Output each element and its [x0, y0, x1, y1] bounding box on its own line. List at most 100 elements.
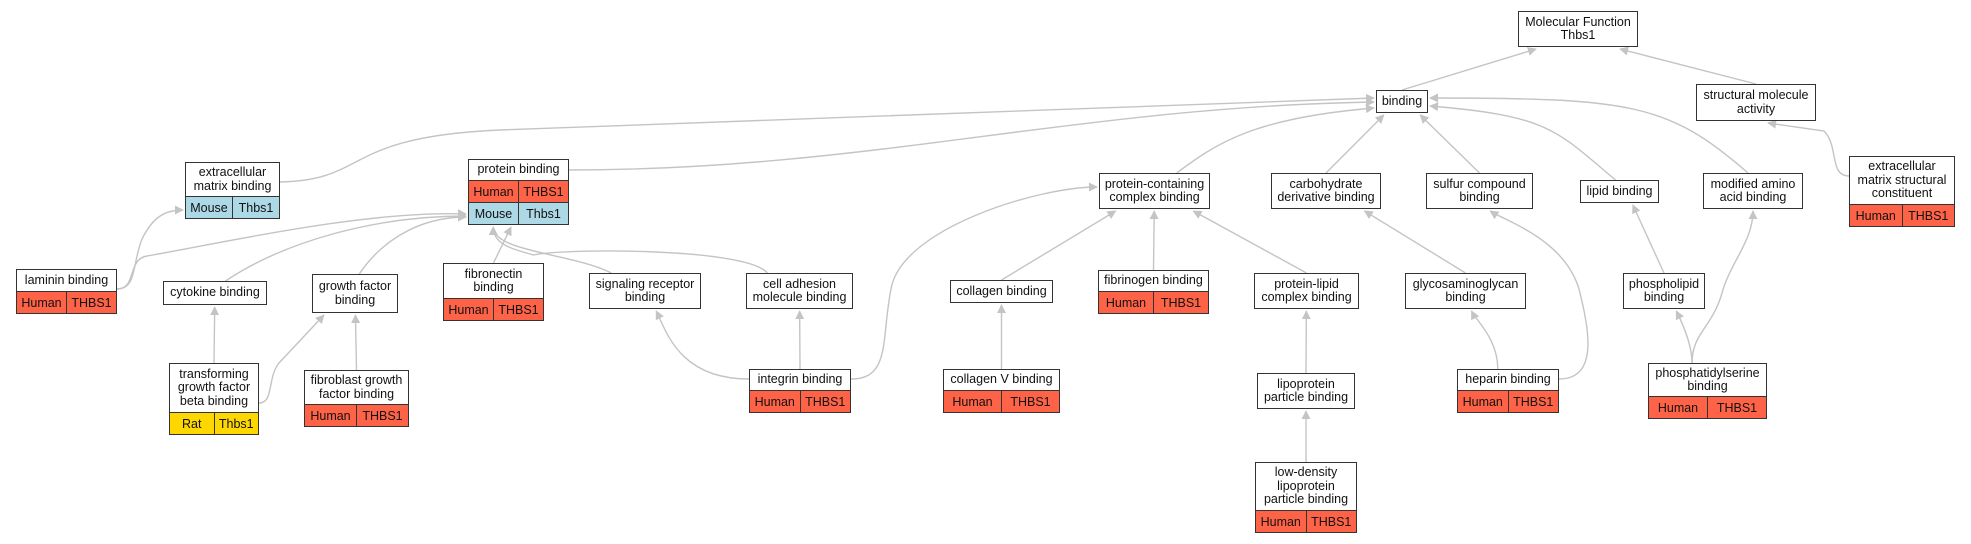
go-term-node-phospholipid[interactable]: phospholipid binding	[1623, 273, 1705, 309]
species-cell: Human	[473, 184, 514, 199]
edge-ecm-structural-to-structural	[1767, 119, 1850, 177]
edge-protein-binding-to-binding	[568, 97, 1375, 171]
go-term-label: transforming growth factor beta binding	[177, 366, 251, 408]
go-term-node-structural[interactable]: structural molecule activity	[1696, 84, 1816, 121]
gene-cell: THBS1	[799, 391, 851, 412]
go-term-node-mf[interactable]: Molecular Function Thbs1	[1518, 11, 1638, 47]
go-term-node-sulfur[interactable]: sulfur compound binding	[1426, 173, 1533, 209]
go-term-label: Molecular Function Thbs1	[1525, 14, 1631, 42]
edge-fibronectin-to-protein-binding	[492, 226, 512, 264]
go-term-node-gag[interactable]: glycosaminoglycan binding	[1405, 273, 1526, 309]
go-term-label: lipoprotein particle binding	[1263, 376, 1349, 404]
go-term-node-growth-factor[interactable]: growth factor binding	[312, 274, 398, 313]
annotation-row[interactable]: Human THBS1	[469, 180, 568, 202]
species-cell: Human	[952, 394, 993, 409]
go-term-label: phospholipid binding	[1628, 276, 1700, 304]
annotation-row[interactable]: Human THBS1	[1256, 510, 1356, 532]
go-term-node-carbohydrate[interactable]: carbohydrate derivative binding	[1271, 173, 1381, 209]
edge-heparin-to-gag	[1470, 310, 1499, 370]
gene-cell: THBS1	[1305, 511, 1357, 532]
annotation-row[interactable]: Human THBS1	[750, 390, 850, 412]
go-term-label: collagen V binding	[950, 372, 1053, 387]
gene-cell: THBS1	[356, 405, 408, 426]
go-term-node-protein-complex[interactable]: protein-containing complex binding	[1099, 173, 1210, 209]
annotation-row[interactable]: Human THBS1	[1649, 396, 1766, 418]
go-term-node-cytokine[interactable]: cytokine binding	[163, 281, 267, 305]
gene-cell: Thbs1	[213, 413, 259, 434]
species-cell: Human	[21, 295, 62, 310]
species-cell: Human	[1657, 400, 1699, 415]
gene-cell: THBS1	[518, 181, 568, 202]
annotation-row[interactable]: Mouse Thbs1	[186, 196, 279, 218]
go-term-label: phosphatidylserine binding	[1655, 365, 1760, 393]
go-term-node-binding[interactable]: binding	[1376, 90, 1428, 113]
gene-cell: Thbs1	[232, 197, 279, 218]
edge-fgf-to-growth-factor	[351, 314, 361, 371]
species-cell: Human	[1105, 295, 1147, 310]
go-term-node-modified-amino[interactable]: modified amino acid binding	[1703, 173, 1803, 209]
species-cell: Mouse	[190, 200, 228, 215]
edge-tgfb-to-growth-factor	[258, 314, 325, 404]
go-term-label: extracellular matrix structural constitu…	[1857, 159, 1947, 201]
go-term-label: heparin binding	[1465, 372, 1551, 387]
gene-cell: THBS1	[1707, 397, 1766, 418]
annotation-row[interactable]: Human THBS1	[944, 390, 1059, 412]
go-term-node-signaling-receptor[interactable]: signaling receptor binding	[589, 273, 701, 309]
edge-structural-to-mf	[1619, 46, 1757, 85]
edge-laminin-to-ecm-binding	[116, 205, 184, 290]
species-cell: Human	[754, 394, 795, 409]
edge-integrin-to-signaling-receptor	[655, 310, 750, 380]
go-term-label: fibronectin binding	[464, 266, 523, 294]
go-term-node-lipoprotein[interactable]: lipoprotein particle binding	[1257, 373, 1355, 409]
go-term-node-ldl[interactable]: low-density lipoprotein particle binding…	[1255, 462, 1357, 533]
go-term-label: fibroblast growth factor binding	[310, 373, 403, 401]
go-term-label: glycosaminoglycan binding	[1412, 276, 1519, 304]
go-term-node-collagen[interactable]: collagen binding	[950, 280, 1053, 303]
edge-sulfur-to-binding	[1419, 114, 1480, 174]
species-cell: Human	[1260, 514, 1301, 529]
species-cell: Human	[1462, 394, 1503, 409]
edge-integrin-to-protein-complex	[850, 182, 1098, 380]
gene-cell: THBS1	[1001, 391, 1059, 412]
species-cell: Mouse	[474, 206, 513, 221]
go-term-label: protein-lipid complex binding	[1261, 276, 1352, 304]
edge-growth-factor-to-protein-binding	[358, 212, 467, 275]
edge-carbohydrate-to-binding	[1325, 114, 1385, 174]
edge-phosphatidylserine-to-phospholipid	[1675, 310, 1693, 364]
gene-cell: THBS1	[1901, 205, 1955, 226]
go-term-node-protein-lipid[interactable]: protein-lipid complex binding	[1254, 273, 1359, 309]
go-term-label: growth factor binding	[318, 279, 392, 307]
edge-collagen-to-protein-complex	[1001, 210, 1117, 281]
go-term-label: protein-containing complex binding	[1104, 176, 1205, 204]
species-cell: Human	[448, 302, 489, 317]
go-term-node-lipid[interactable]: lipid binding	[1580, 180, 1659, 203]
go-term-node-ecm-structural[interactable]: extracellular matrix structural constitu…	[1849, 156, 1955, 227]
go-term-label: signaling receptor binding	[595, 276, 695, 304]
go-term-label: modified amino acid binding	[1710, 176, 1796, 204]
go-term-node-cell-adhesion[interactable]: cell adhesion molecule binding	[746, 273, 853, 309]
edge-gag-to-carbohydrate	[1363, 210, 1466, 274]
go-term-label: structural molecule activity	[1703, 88, 1809, 116]
go-term-label: low-density lipoprotein particle binding	[1263, 465, 1349, 507]
